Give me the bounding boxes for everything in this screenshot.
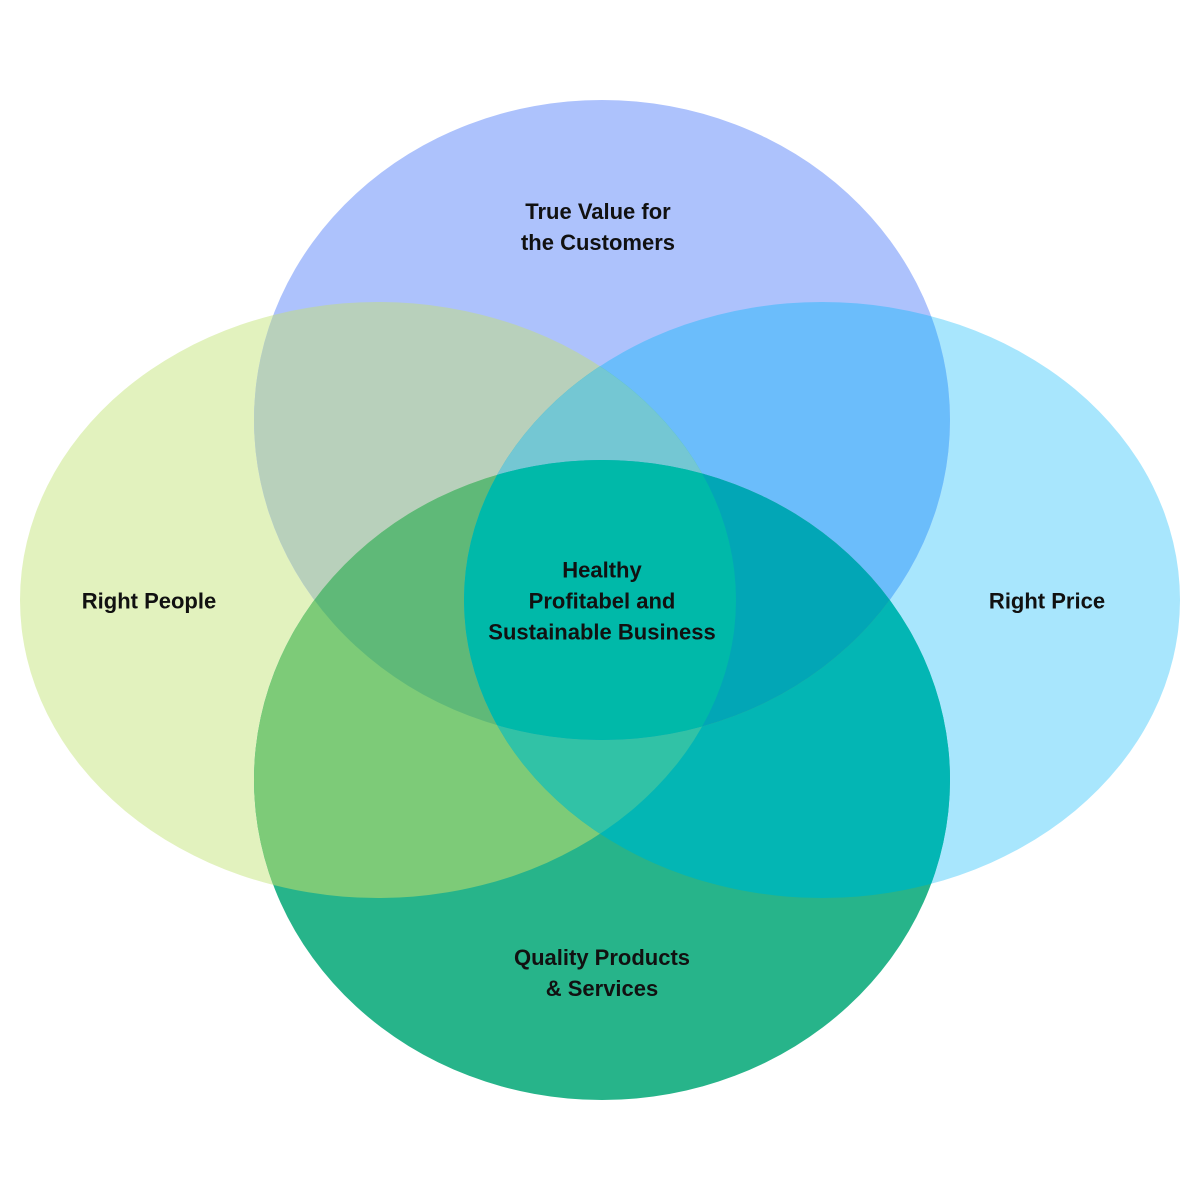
label-center-line-1: Healthy bbox=[562, 557, 642, 583]
label-bottom-set: Quality Products & Services bbox=[514, 942, 690, 1004]
label-right-set: Right Price bbox=[989, 586, 1105, 617]
overlap-top-left-right bbox=[464, 302, 736, 740]
label-bottom-line-1: Quality Products bbox=[513, 945, 691, 970]
label-top-line-1: True Value for bbox=[525, 199, 671, 224]
label-top-set: True Value for the Customers bbox=[521, 196, 675, 258]
label-center-line-2: Profitabel and bbox=[528, 588, 676, 614]
label-left-set: Right People bbox=[82, 586, 216, 617]
label-right-line-1: Right Price bbox=[988, 588, 1106, 614]
label-top-line-2: the Customers bbox=[520, 230, 676, 255]
label-center-line-3: Sustainable Business bbox=[488, 619, 716, 645]
label-left-line-1: Right People bbox=[81, 588, 217, 614]
label-center: Healthy Profitabel and Sustainable Busin… bbox=[488, 555, 715, 648]
overlap-top-right-bottom bbox=[464, 460, 950, 740]
label-bottom-line-2: & Services bbox=[545, 976, 659, 1001]
